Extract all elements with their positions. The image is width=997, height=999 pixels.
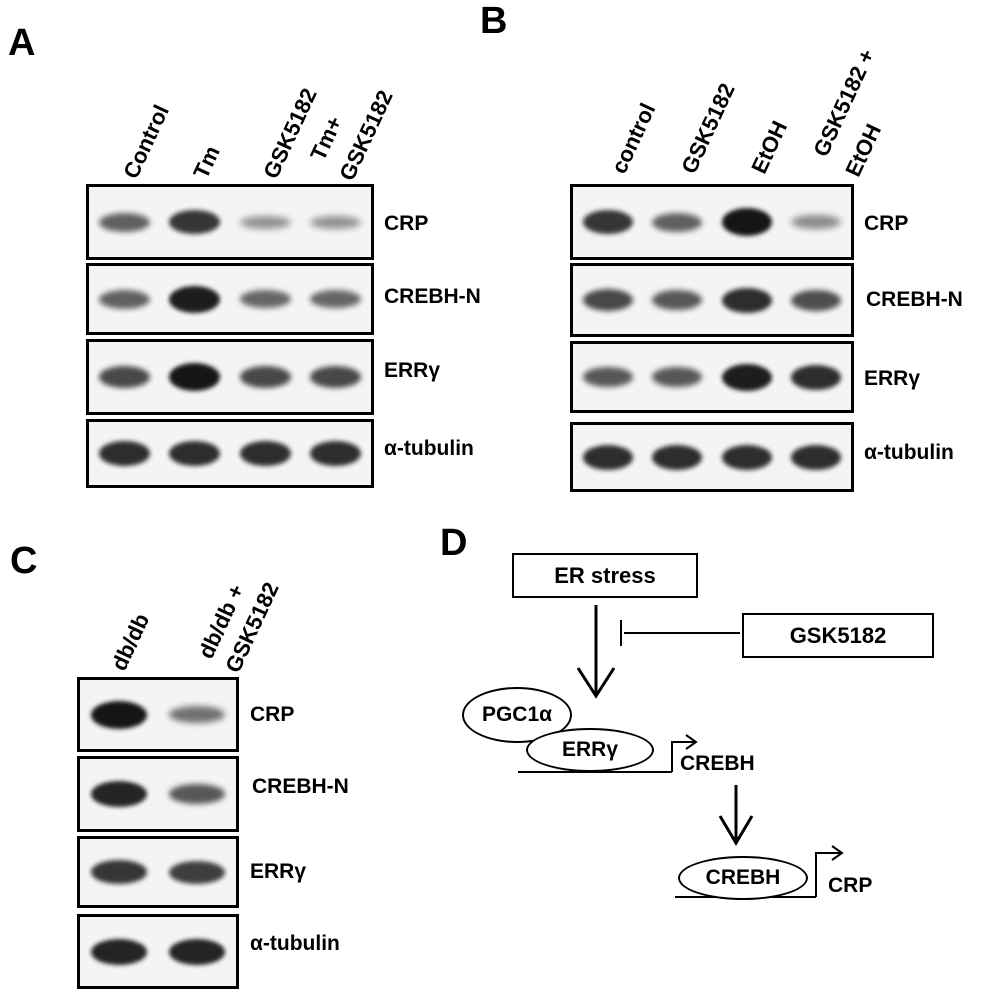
crp-promoter-arrow [815,852,840,897]
panel-c-letter: C [10,540,38,582]
panel-b-letter: B [480,0,508,42]
pgc1a-label: PGC1α [481,703,553,726]
crebh-ellipse: CREBH [678,856,808,900]
band [169,285,221,313]
crebh-promoter-arrow [671,741,694,772]
band [310,215,362,229]
arrow-head [685,734,698,750]
blot-a-crebh-n [86,263,374,335]
band [98,212,150,232]
band [168,860,226,884]
protein-label: α-tubulin [864,441,954,464]
band [98,289,150,309]
protein-label: ERRγ [384,359,441,382]
band [791,444,842,470]
arrow-head [831,845,844,861]
protein-label: CRP [250,703,295,726]
panel-a-letter: A [8,22,36,64]
protein-label: CRP [864,212,909,235]
blot-c-tubulin [77,914,239,989]
band [582,444,633,470]
protein-label: CRP [384,212,429,235]
band [310,441,362,466]
panel-d-letter: D [440,522,468,564]
blot-c-errg [77,836,239,908]
band [168,706,226,723]
arrow-head [718,815,754,846]
band [90,700,148,729]
band [652,290,703,310]
band [652,367,703,387]
protein-label: ERRγ [864,367,921,390]
band [90,938,148,965]
band [652,212,703,232]
band [239,215,291,229]
protein-label: ERRγ [250,860,307,883]
band [169,363,221,391]
band [239,441,291,466]
protein-label: α-tubulin [250,932,340,955]
band [168,938,226,965]
protein-label: α-tubulin [384,437,474,460]
blot-a-errg [86,339,374,415]
band [582,289,633,311]
band [652,444,703,470]
band [98,366,150,388]
crebh-protein-label: CREBH [705,866,781,889]
protein-label: CREBH-N [384,285,481,308]
band [98,441,150,466]
protein-label: CREBH-N [252,775,349,798]
band [791,364,842,390]
blot-b-errg [570,341,854,413]
band [791,289,842,311]
crebh-gene-label: CREBH [680,752,755,775]
band [168,784,226,804]
band [310,366,362,388]
arrow-head [576,667,616,699]
band [582,210,633,234]
band [721,444,772,470]
blot-b-crp [570,184,854,260]
band [721,363,772,391]
band [721,287,772,313]
band [169,441,221,466]
band [90,781,148,807]
blot-b-crebh-n [570,263,854,337]
blot-c-crebh-n [77,756,239,832]
crp-gene-label: CRP [828,874,873,897]
band [791,215,842,229]
band [90,860,148,884]
band [169,210,221,234]
blot-a-crp [86,184,374,260]
blot-b-tubulin [570,422,854,492]
errg-ellipse: ERRγ [526,728,654,772]
band [582,367,633,387]
errg-label: ERRγ [561,738,619,761]
band [721,208,772,236]
blot-c-crp [77,677,239,752]
band [310,290,362,308]
band [239,366,291,388]
band [239,290,291,308]
er-stress-box: ER stress [512,553,698,598]
blot-a-tubulin [86,419,374,488]
protein-label: CREBH-N [866,288,963,311]
gsk5182-box: GSK5182 [742,613,934,658]
